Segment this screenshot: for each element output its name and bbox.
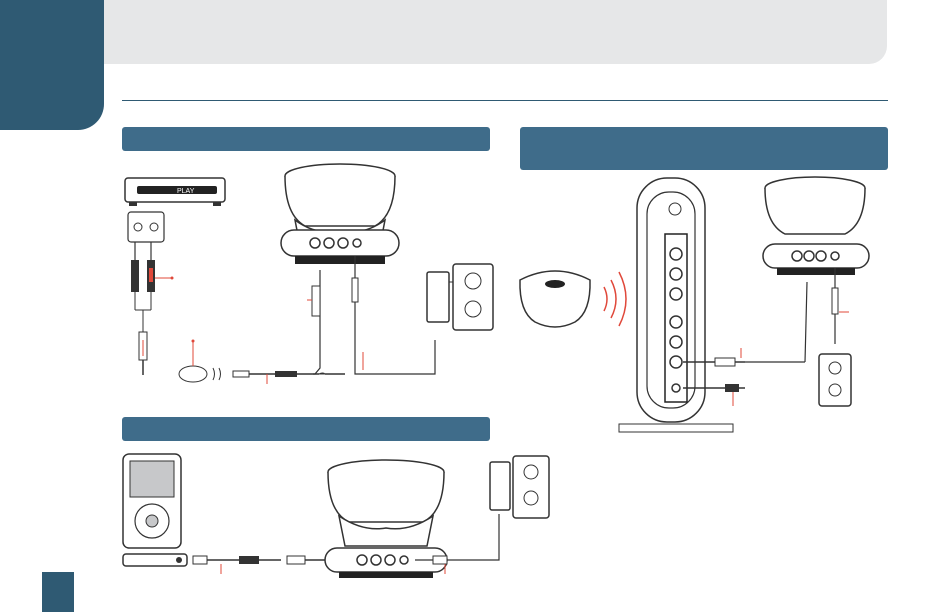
- speaker-illustration: [280, 163, 400, 264]
- wall-outlet: [818, 353, 852, 407]
- mini-adapter-illustration: [178, 339, 221, 383]
- rca-jack-panel: [127, 211, 165, 375]
- diagram-source-to-speaker: PLAY: [124, 163, 494, 384]
- power-cable: [415, 461, 511, 574]
- section-bar-1: [122, 127, 490, 151]
- wireless-signal-icon: [603, 271, 627, 327]
- callout-markers: [142, 276, 174, 356]
- power-cable: [351, 256, 459, 375]
- player-display-text: PLAY: [177, 188, 195, 195]
- wall-outlet: [512, 455, 550, 519]
- diagram-transmitter-to-speaker: [519, 176, 870, 433]
- speaker-illustration: [762, 176, 870, 275]
- media-player-illustration: [122, 453, 188, 567]
- transmitter-tower-illustration: [618, 177, 734, 433]
- section-bar-3: [122, 417, 490, 441]
- cd-player-illustration: PLAY: [124, 177, 226, 206]
- top-banner: [0, 0, 887, 64]
- page-number-block: [42, 572, 74, 612]
- rca-cable: [683, 281, 808, 406]
- diagram-media-player-to-speaker: [122, 453, 550, 578]
- wall-outlet: [452, 263, 494, 331]
- power-cable: [831, 268, 849, 344]
- chapter-tab: [0, 0, 104, 130]
- section-bar-2: [520, 127, 888, 170]
- speaker-illustration: [324, 459, 448, 578]
- header-rule: [122, 100, 888, 101]
- stereo-cable: [232, 270, 345, 384]
- remote-control-illustration: [519, 270, 591, 328]
